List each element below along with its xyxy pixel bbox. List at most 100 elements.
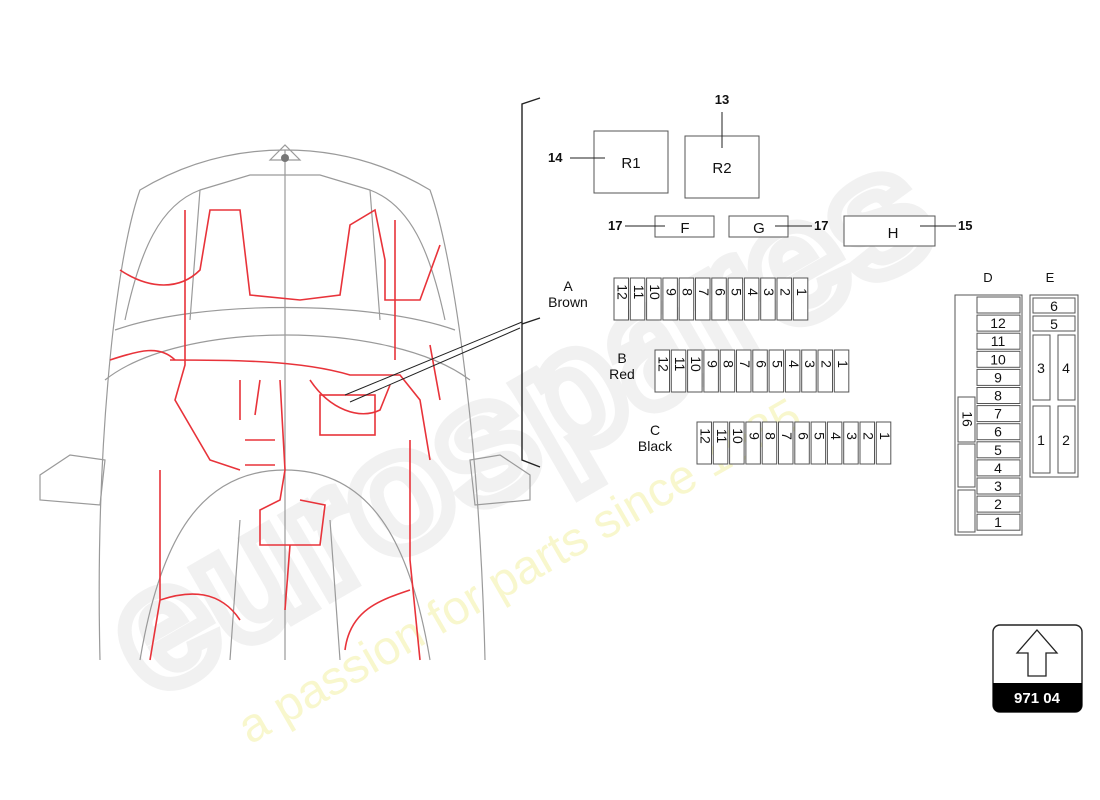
fuse-slot-number: 11 [714, 429, 730, 444]
relay-r2-label: R2 [712, 160, 731, 177]
fuse-slot-number: 7 [779, 432, 795, 440]
fuse-slot-number: 10 [688, 356, 704, 372]
block-d-cell [976, 423, 1021, 441]
fuse-slot [817, 349, 833, 393]
fuse-slot [727, 277, 744, 321]
relay-r1-label: R1 [621, 155, 640, 172]
fuse-slot [843, 421, 859, 465]
fuse-slot-number: 9 [663, 288, 679, 296]
fuse-block-e: E 6 5 3 4 1 2 [1029, 270, 1079, 478]
callout-15: 15 [958, 218, 972, 233]
fuse-slot [719, 349, 736, 393]
fuse-slot [776, 277, 792, 321]
fuse-f: F 17 [608, 215, 715, 238]
fuse-row-letter: B [617, 350, 626, 366]
fuse-slot-number: 2 [777, 288, 793, 296]
fuse-slot [859, 421, 875, 465]
block-d-side-label: 16 [959, 411, 975, 427]
fuse-slot [778, 421, 794, 465]
emblem-icon [281, 154, 289, 162]
fuse-row-color: Red [609, 366, 635, 382]
block-d-cell [976, 495, 1021, 513]
fuse-slot [729, 421, 745, 465]
bracket [344, 97, 541, 468]
arrow-up-icon [1015, 629, 1059, 677]
block-d-cell-label: 4 [994, 460, 1002, 476]
fuse-g: G 17 [728, 215, 828, 238]
fuse-slot-number: 2 [818, 360, 834, 368]
block-e-title: E [1046, 270, 1055, 285]
block-d-cell [976, 405, 1021, 423]
fuse-slot [670, 349, 687, 393]
callout-17-g: 17 [814, 218, 828, 233]
block-d-cell [976, 332, 1021, 350]
block-d-title: D [983, 270, 992, 285]
fuse-slot-number: 11 [672, 357, 688, 372]
fuse-slot-number: 9 [746, 432, 762, 440]
callout-13: 13 [715, 92, 729, 107]
fuse-slot [801, 349, 817, 393]
fuse-slot-number: 6 [712, 288, 728, 296]
fuse-slot-number: 11 [631, 285, 647, 300]
fuse-slot [768, 349, 785, 393]
block-d-cell-label: 9 [994, 369, 1002, 385]
fuse-row-color: Black [638, 438, 673, 454]
fuse-slot-number: 6 [753, 360, 769, 368]
fuse-g-label: G [753, 220, 765, 237]
block-d-cell-label: 1 [994, 514, 1002, 530]
block-e-cell: 2 [1062, 432, 1070, 448]
fuse-slot [736, 349, 752, 393]
block-d-cell-label: 11 [991, 333, 1006, 349]
relay-r1: R1 14 [548, 130, 669, 194]
fuse-slot-number: 5 [729, 288, 745, 296]
fuse-slot [826, 421, 843, 465]
block-d-cell [976, 296, 1021, 314]
fuse-slot-number: 8 [721, 360, 737, 368]
fuse-slot-number: 1 [835, 360, 851, 368]
block-e-cell: 5 [1050, 316, 1058, 332]
fuse-h: H 15 [843, 215, 972, 247]
block-d-cell-label: 3 [994, 478, 1002, 494]
fuse-slot-number: 3 [802, 360, 818, 368]
block-d-cell [976, 459, 1021, 477]
fuse-slot [784, 349, 801, 393]
fuse-f-label: F [680, 220, 689, 237]
fuse-slot-number: 4 [828, 432, 844, 440]
block-d-cell [976, 477, 1021, 495]
fuse-row-color: Brown [548, 294, 588, 310]
block-d-cell [976, 441, 1021, 459]
block-d-cell [976, 387, 1021, 404]
callout-17-f: 17 [608, 218, 622, 233]
fuse-slot [761, 421, 778, 465]
fuse-slot [743, 277, 760, 321]
fuse-slot-number: 8 [763, 432, 779, 440]
fuse-slot-number: 12 [697, 428, 713, 444]
fuse-slot [678, 277, 695, 321]
fuse-slot-number: 7 [696, 288, 712, 296]
block-e-cell: 4 [1062, 360, 1070, 376]
fuse-slot-number: 4 [745, 288, 761, 296]
fuse-slot [794, 421, 810, 465]
block-d-cell [976, 350, 1021, 368]
block-d-cell [976, 513, 1021, 531]
block-d-cell-label: 12 [990, 315, 1006, 331]
fuse-slot [629, 277, 646, 321]
fuse-slot-number: 10 [730, 428, 746, 444]
fuse-slot-number: 1 [877, 432, 893, 440]
fuse-slot-number: 12 [614, 284, 630, 300]
block-d-cell [976, 368, 1021, 386]
wiring-harness [109, 208, 441, 661]
car-outline [39, 144, 531, 661]
fuse-row-letter: C [650, 422, 660, 438]
block-d-cell-label: 7 [994, 406, 1002, 422]
block-e-cell: 3 [1037, 360, 1045, 376]
fuse-slot [792, 277, 809, 321]
fuse-slot [654, 349, 670, 393]
fuse-slot-number: 1 [794, 288, 810, 296]
fuse-slot [695, 277, 711, 321]
block-d-cell [976, 314, 1021, 332]
fuse-slot [613, 277, 629, 321]
